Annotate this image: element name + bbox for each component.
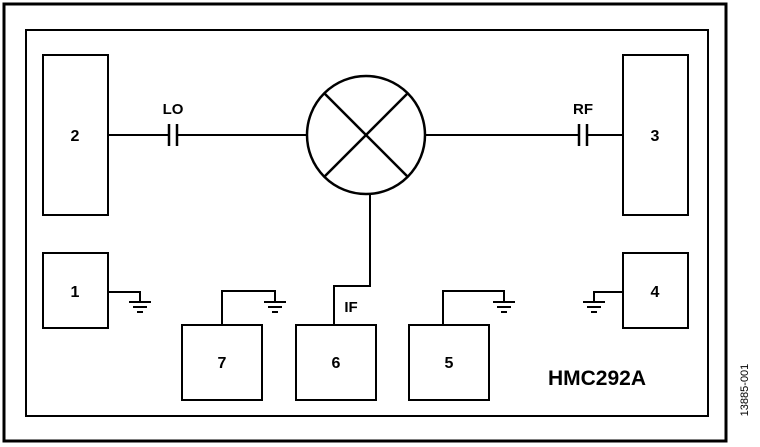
pin-7-ground-icon (264, 301, 286, 313)
rf-label: RF (573, 101, 593, 118)
rf-capacitor-icon (577, 124, 589, 146)
package-outer-border (2, 2, 728, 443)
lo-capacitor-icon (167, 124, 179, 146)
mixer-icon (305, 74, 427, 196)
pin-4-pad (622, 252, 689, 329)
pin-1-ground-icon (129, 301, 151, 313)
pin-4-label: 4 (651, 284, 660, 301)
if-wire (333, 195, 371, 325)
figure-id: 13885-001 (739, 364, 751, 417)
pin-7-label: 7 (218, 355, 227, 372)
pin-5-ground-icon (493, 301, 515, 313)
package-inner-border (25, 29, 709, 417)
if-label: IF (344, 299, 357, 316)
pin-2-label: 2 (71, 128, 80, 145)
pin-6-pad (295, 324, 377, 401)
pin-5-pad (408, 324, 490, 401)
pin-1-ground-wire (108, 291, 141, 302)
pin-6-label: 6 (332, 355, 341, 372)
pin-5-ground-wire (442, 290, 505, 325)
pin-3-label: 3 (651, 128, 660, 145)
pin-5-label: 5 (445, 355, 454, 372)
pin-7-ground-wire (221, 290, 276, 325)
pin-4-ground-wire (593, 291, 623, 302)
pin-1-pad (42, 252, 109, 329)
pin-1-label: 1 (71, 284, 80, 301)
lo-label: LO (163, 101, 184, 118)
pin-4-ground-icon (583, 301, 605, 313)
part-number: HMC292A (548, 367, 646, 390)
